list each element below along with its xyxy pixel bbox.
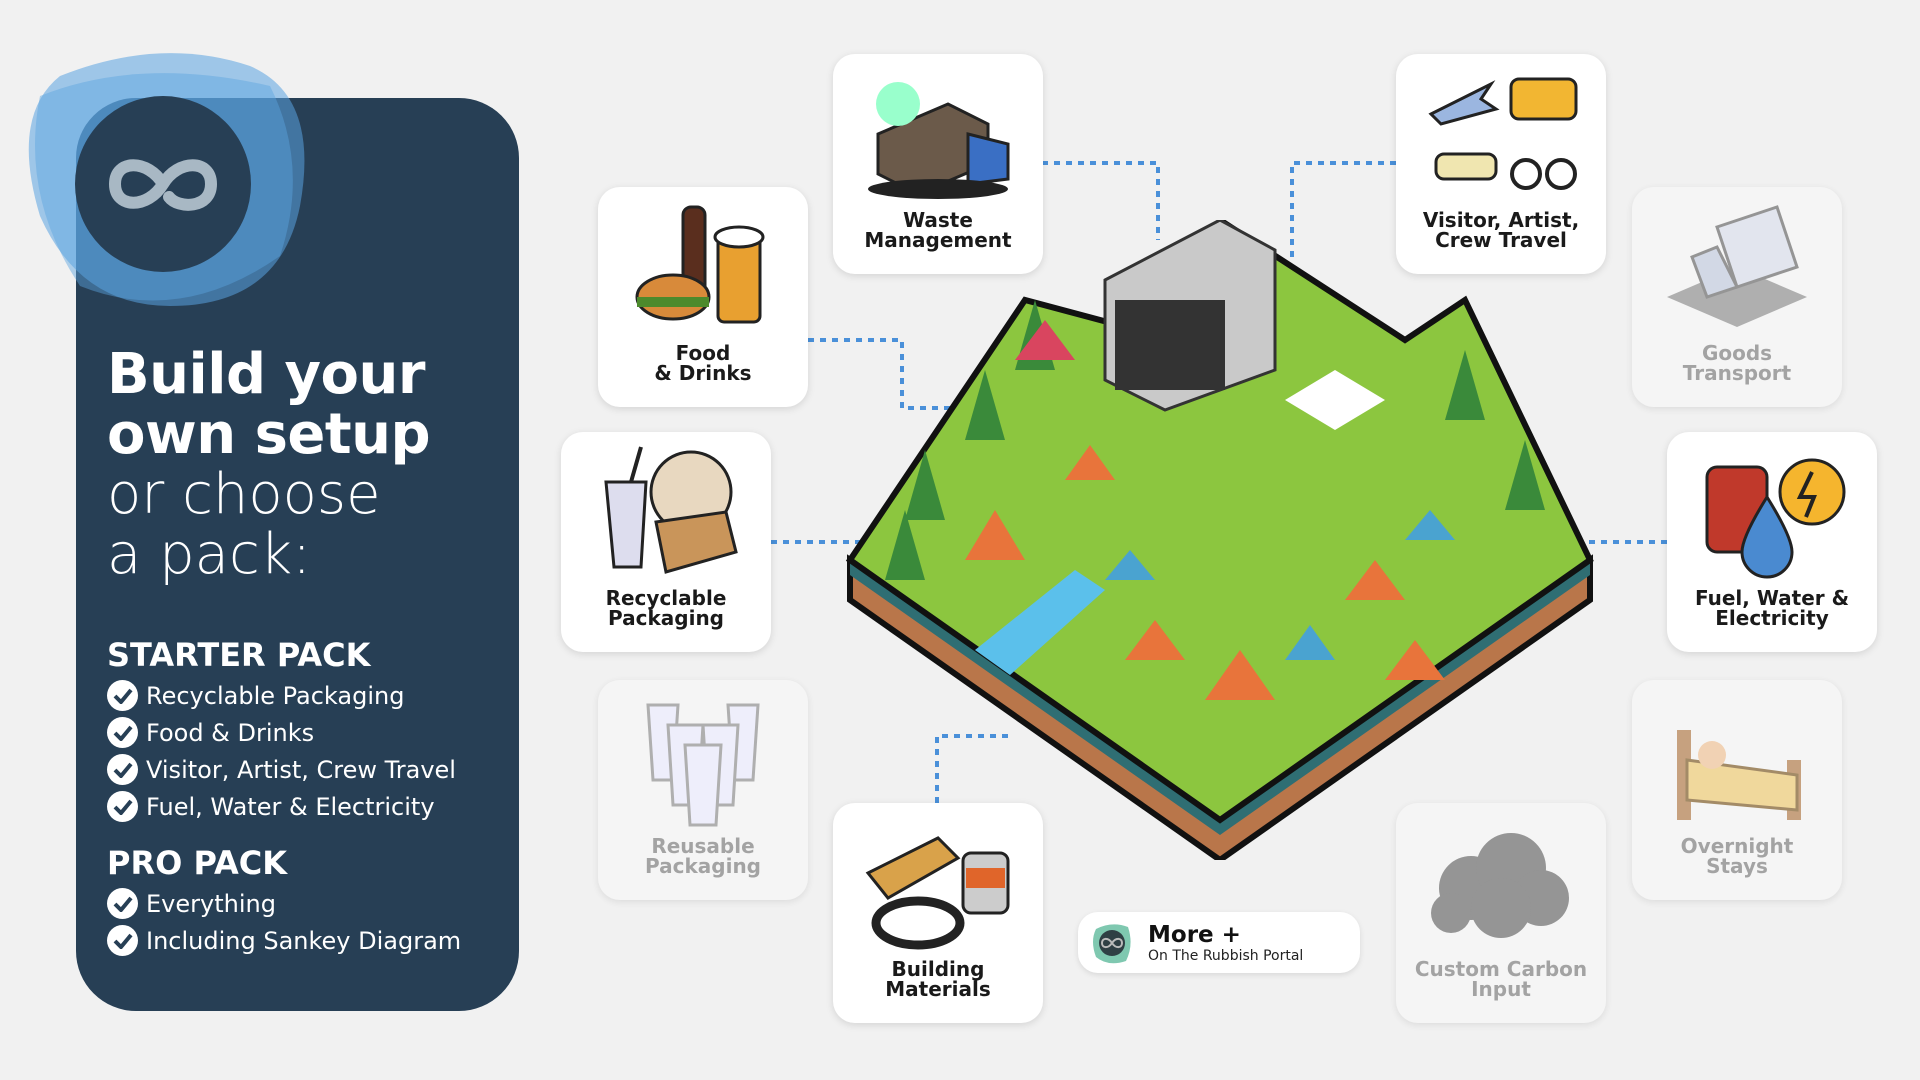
check-icon [107,888,138,919]
check-icon [107,791,138,822]
card-goods-transport[interactable]: Goods Transport [1632,187,1842,407]
card-reusable-packaging[interactable]: Reusable Packaging [598,680,808,900]
starter-item: Recyclable Packaging [107,680,404,711]
reusable-cups-icon [646,703,760,827]
check-icon [107,754,138,785]
heading-line-2: own setup [107,402,431,467]
starter-pack-title: STARTER PACK [107,636,371,674]
check-icon [107,717,138,748]
item-label: Visitor, Artist, Crew Travel [146,755,456,784]
festival-diorama-illustration [845,220,1594,860]
card-label: Reusable Packaging [645,834,761,878]
smoke-cloud-icon [1431,833,1569,938]
check-icon [107,925,138,956]
card-waste-management[interactable]: Waste Management [833,54,1043,274]
bed-icon [1677,730,1801,820]
item-label: Everything [146,889,276,918]
item-label: Food & Drinks [146,718,315,747]
card-label: Goods Transport [1682,341,1792,385]
more-on-portal-button[interactable]: More + On The Rubbish Portal [1078,912,1360,973]
more-subtitle: On The Rubbish Portal [1148,947,1304,964]
card-fuel-water-electricity[interactable]: Fuel, Water & Electricity [1667,432,1877,652]
infinity-icon [108,159,218,211]
item-label: Fuel, Water & Electricity [146,792,435,821]
building-materials-icon [865,836,1010,950]
pro-item: Everything [107,888,276,919]
card-label: Food & Drinks [654,341,752,385]
card-label: Visitor, Artist, Crew Travel [1422,208,1580,252]
fuel-water-electricity-icon [1705,458,1846,579]
card-food-drinks[interactable]: Food & Drinks [598,187,808,407]
card-visitor-travel[interactable]: Visitor, Artist, Crew Travel [1396,54,1606,274]
burger-beer-icon [635,205,765,324]
logo-circle [75,96,251,272]
garbage-truck-icon [868,82,1010,199]
card-overnight-stays[interactable]: Overnight Stays [1632,680,1842,900]
card-building-materials[interactable]: Building Materials [833,803,1043,1023]
heading-line-1: Build your [107,342,425,407]
heading-line-3: or choose [107,462,381,527]
pro-pack-title: PRO PACK [107,844,287,882]
portal-logo-icon [1093,923,1131,963]
pro-item: Including Sankey Diagram [107,925,461,956]
card-recyclable-packaging[interactable]: Recyclable Packaging [561,432,771,652]
card-label: Recyclable Packaging [605,586,727,630]
item-label: Recyclable Packaging [146,681,405,710]
starter-item: Food & Drinks [107,717,314,748]
starter-item: Fuel, Water & Electricity [107,791,435,822]
card-label: Building Materials [885,957,991,1001]
card-label: Waste Management [864,208,1012,252]
card-label: Overnight Stays [1680,834,1794,878]
heading-line-4: a pack: [107,522,312,587]
travel-vehicles-icon [1428,77,1578,190]
starter-item: Visitor, Artist, Crew Travel [107,754,456,785]
card-label: Custom Carbon Input [1414,957,1588,1001]
recyclable-packaging-icon [604,446,738,574]
card-custom-carbon-input[interactable]: Custom Carbon Input [1396,803,1606,1023]
item-label: Including Sankey Diagram [146,926,462,955]
card-label: Fuel, Water & Electricity [1694,586,1850,630]
check-icon [107,680,138,711]
delivery-truck-icon [1667,205,1807,327]
more-title: More + [1148,921,1241,948]
